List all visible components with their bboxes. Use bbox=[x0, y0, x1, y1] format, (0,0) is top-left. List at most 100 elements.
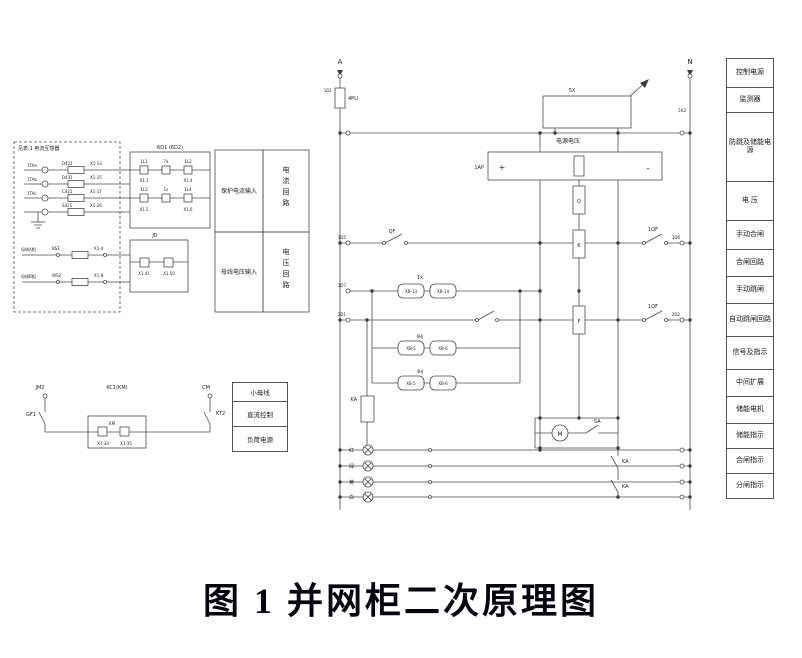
diagram-label: 电 bbox=[283, 165, 290, 174]
rail-cell: 合闸回路 bbox=[726, 249, 774, 277]
terminal bbox=[679, 240, 685, 246]
contact-terminal bbox=[428, 495, 432, 499]
resistor bbox=[67, 180, 85, 188]
terminal-square bbox=[97, 426, 108, 437]
terminal-square bbox=[139, 165, 149, 175]
diagram-label: 4PU bbox=[348, 96, 358, 102]
bus-n-arrow bbox=[687, 70, 693, 76]
diagram-label: X1-15 bbox=[90, 175, 102, 180]
rail-cell: 自动跳闸回路 bbox=[726, 303, 774, 337]
diagram-label: X1.4 bbox=[183, 178, 193, 183]
rail-cell: 信号及指示 bbox=[726, 336, 774, 370]
rail-cell: 储能电机 bbox=[726, 396, 774, 424]
diagram-label: JM2 bbox=[35, 385, 45, 391]
terminal bbox=[337, 73, 343, 79]
diagram-label: GF1 bbox=[26, 412, 36, 418]
diagram-label: 回 bbox=[283, 188, 290, 196]
diagram-label: 7a bbox=[164, 159, 170, 164]
diagram-label: KC1(KM) bbox=[106, 385, 127, 391]
diagram-label: - bbox=[646, 164, 649, 174]
diagram-label: F bbox=[578, 319, 581, 325]
diagram-label: X1-17 bbox=[90, 189, 102, 194]
outgoing-arrow bbox=[640, 79, 649, 88]
contact-terminal bbox=[475, 318, 479, 322]
diagram-label: 流 bbox=[283, 176, 290, 185]
relay-f bbox=[572, 305, 586, 335]
relay-ka bbox=[360, 395, 375, 423]
terminal-square bbox=[139, 193, 149, 203]
diagram-label: WS2 bbox=[52, 273, 61, 278]
bus-a-arrow bbox=[337, 70, 343, 76]
ct-symbol bbox=[41, 166, 49, 174]
diagram-label: XB-6 bbox=[438, 381, 448, 386]
relay-q bbox=[572, 185, 586, 215]
terminal bbox=[345, 288, 351, 294]
lamp-icon bbox=[362, 491, 374, 503]
terminal-block-jd bbox=[129, 239, 189, 293]
diagram-label: X1.50 bbox=[163, 271, 175, 276]
diagram-label: 5X2 bbox=[678, 108, 686, 113]
component-boxes bbox=[13, 87, 663, 449]
diagram-label: 1L1 bbox=[140, 159, 148, 164]
diagram-label: 5X bbox=[569, 88, 576, 94]
diagram-label: 1D1 bbox=[324, 88, 333, 93]
ct-symbol bbox=[41, 208, 49, 216]
coil-inner bbox=[573, 155, 585, 177]
diagram-label: 1D6 bbox=[672, 235, 681, 240]
terminal bbox=[42, 393, 48, 399]
contact-terminal bbox=[428, 448, 432, 452]
contact-terminal bbox=[428, 464, 432, 468]
diagram-label: M bbox=[557, 431, 562, 438]
link-xb6b bbox=[429, 375, 457, 391]
diagram-label: D421 bbox=[62, 161, 73, 166]
contact-terminal bbox=[428, 480, 432, 484]
fuse-4pu bbox=[334, 87, 346, 109]
terminal bbox=[687, 73, 693, 79]
diagram-label: D431 bbox=[62, 175, 73, 180]
contact-terminal bbox=[56, 253, 60, 257]
diagram-label: 1L3 bbox=[140, 187, 148, 192]
diagram-label: 1QF bbox=[648, 304, 658, 310]
terminal bbox=[679, 130, 685, 136]
diagram-label: 母线电压输入 bbox=[221, 268, 257, 276]
resistor bbox=[71, 278, 89, 286]
diagram-label: SA bbox=[594, 419, 601, 425]
diagram-label: S421 bbox=[62, 203, 73, 208]
diagram-label: K bbox=[577, 243, 581, 249]
diagram-label: 黄 bbox=[349, 479, 354, 486]
ct-dashed-box bbox=[13, 141, 121, 313]
diagram-label: QF bbox=[389, 229, 396, 235]
diagram-label: KM bbox=[109, 421, 116, 426]
bus-legend-row: 负荷电源 bbox=[232, 426, 288, 452]
ct-symbol bbox=[41, 180, 49, 188]
contact-terminal bbox=[404, 241, 408, 245]
contact-terminal bbox=[642, 241, 646, 245]
diagram-label: BS1 bbox=[52, 246, 60, 251]
power-source-box bbox=[542, 95, 632, 129]
diagram-label: 1D7 bbox=[338, 283, 347, 288]
diagram-label: 1AP bbox=[474, 165, 484, 171]
contact-terminal bbox=[664, 318, 668, 322]
rail-cell: 控制电源 bbox=[726, 58, 774, 88]
terminal-square bbox=[139, 257, 150, 268]
link-xb14 bbox=[429, 283, 457, 299]
contact-terminal bbox=[495, 318, 499, 322]
bus-legend-row: 小母线 bbox=[232, 382, 288, 402]
diagram-label: 见表.1 电流互感器 bbox=[18, 145, 59, 152]
diagram-label: 2D2 bbox=[672, 312, 681, 317]
lamp-icon bbox=[362, 444, 374, 456]
contact-terminal bbox=[103, 280, 107, 284]
terminal bbox=[345, 240, 351, 246]
diagram-label: X1-8 bbox=[94, 273, 104, 278]
diagram-label: Q bbox=[577, 199, 581, 205]
terminal-square bbox=[119, 426, 130, 437]
terminal bbox=[207, 393, 213, 399]
terminal bbox=[679, 447, 685, 453]
diagram-label: 2D1 bbox=[338, 312, 347, 317]
lamp-icon bbox=[362, 476, 374, 488]
rail-cell: 防跳及储能电源 bbox=[726, 112, 774, 182]
diagram-label: X1-35 bbox=[120, 441, 132, 446]
bus-legend-table: 小母线直流控制负荷电源 bbox=[232, 382, 288, 452]
rail-cell: 分闸指示 bbox=[726, 473, 774, 499]
diagram-label: 4HJ bbox=[417, 369, 424, 374]
